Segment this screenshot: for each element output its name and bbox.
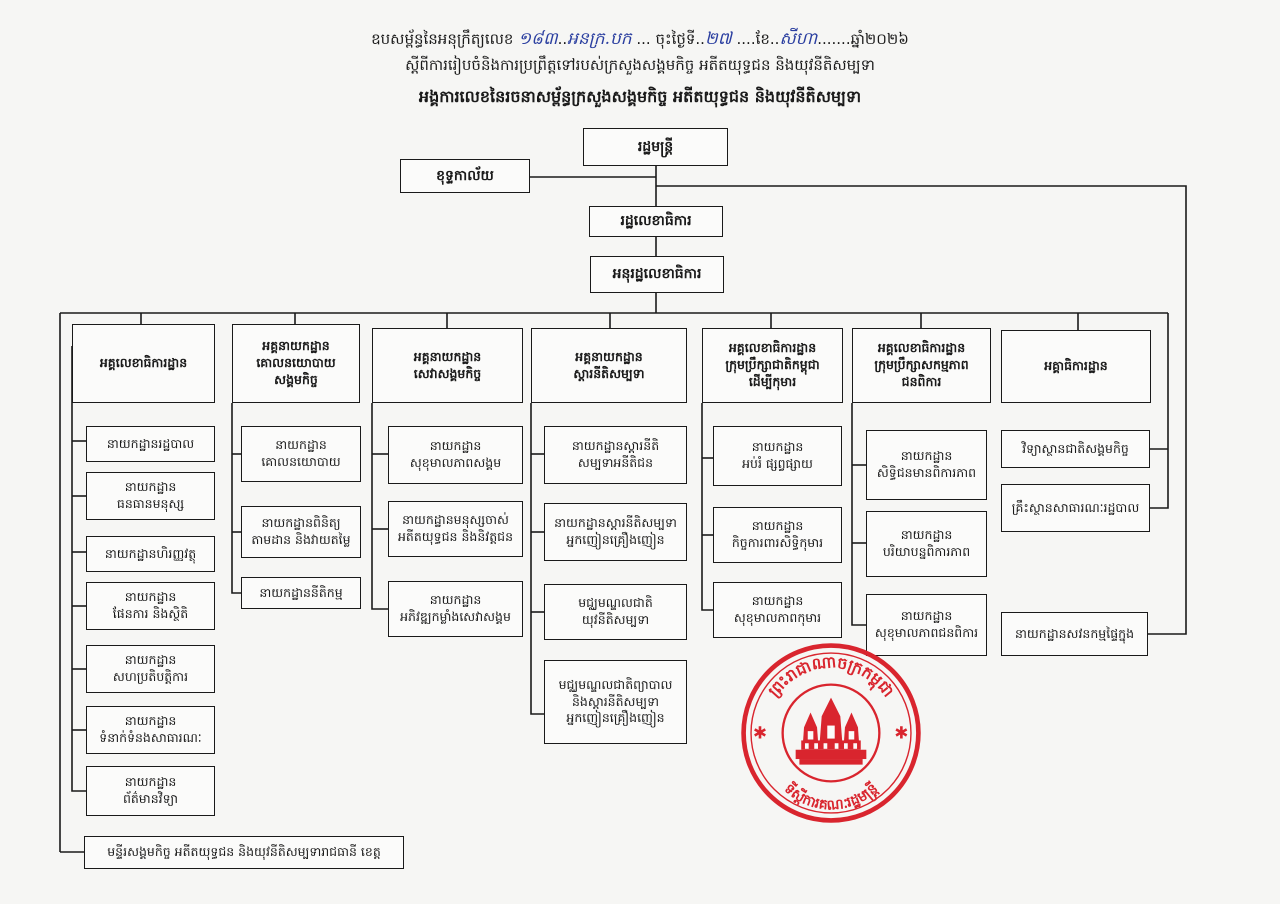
- unit-box: វិទ្យាស្ថានជាតិសង្គមកិច្ច: [1001, 430, 1150, 468]
- svg-text:✱: ✱: [894, 723, 908, 743]
- undersecretary-box: អនុរដ្ឋលេខាធិការ: [590, 256, 724, 293]
- unit-box: នាយកដ្ឋានស្ដារនីតិសម្បទា អ្នកញៀនគ្រឿងញៀន: [544, 503, 687, 561]
- unit-box: នាយកដ្ឋាន សុខុមាលភាពជនពិការ: [866, 594, 987, 656]
- unit-box: នាយកដ្ឋាន ធនធានមនុស្ស: [86, 472, 215, 520]
- unit-box: នាយកដ្ឋាននីតិកម្ម: [241, 577, 361, 609]
- unit-box: មជ្ឈមណ្ឌលជាតិ យុវនីតិសម្បទា: [544, 584, 687, 640]
- unit-box: នាយកដ្ឋាន ព័ត៌មានវិទ្យា: [86, 766, 215, 816]
- unit-box: នាយកដ្ឋាន អភិវឌ្ឍកម្លាំងសេវាសង្គម: [388, 581, 523, 637]
- unit-box: នាយកដ្ឋានមនុស្សចាស់ អតីតយុទ្ធជន និងនិវត្…: [388, 501, 523, 557]
- inspectorate-general-box: អគ្គាធិការដ្ឋាន: [1001, 330, 1151, 403]
- minister-box: រដ្ឋមន្ត្រី: [583, 128, 728, 166]
- decree-day: ២៧: [704, 29, 732, 49]
- unit-box: នាយកដ្ឋាន គោលនយោបាយ: [241, 426, 361, 482]
- unit-box: គ្រឹះស្ថានសាធារណៈរដ្ឋបាល: [1001, 484, 1150, 532]
- decree-number: ១៨៣: [518, 29, 558, 49]
- unit-box: នាយកដ្ឋាន ផែនការ និងស្ថិតិ: [86, 582, 215, 630]
- unit-box: នាយកដ្ឋាន អប់រំ ផ្សព្វផ្សាយ: [713, 426, 842, 486]
- cabinet-box: ខុទ្ទកាល័យ: [400, 159, 530, 193]
- svg-text:ទីស្ដីការគណៈរដ្ឋមន្ត្រី: ទីស្ដីការគណៈរដ្ឋមន្ត្រី: [781, 779, 883, 814]
- unit-box: នាយកដ្ឋានស្ដារនីតិ សម្បទាអនីតិជន: [544, 426, 687, 484]
- gd-social-services-box: អគ្គនាយកដ្ឋាន សេវាសង្គមកិច្ច: [372, 328, 523, 403]
- unit-box: នាយកដ្ឋានហិរញ្ញវត្ថុ: [86, 536, 215, 572]
- annex-reference-line: ឧបសម្ព័ន្ធនៃអនុក្រឹត្យលេខ ១៨៣..អនក្រ.បក …: [371, 29, 909, 49]
- unit-box: នាយកដ្ឋាន សហប្រតិបត្តិការ: [86, 645, 215, 693]
- chart-title: អង្គការលេខនៃរចនាសម្ព័ន្ធក្រសួងសង្គមកិច្ច…: [418, 87, 862, 106]
- decree-year: ឆ្នាំ២០២៦: [850, 30, 909, 48]
- gd-social-policy-box: អគ្គនាយកដ្ឋាន គោលនយោបាយ សង្គមកិច្ច: [232, 324, 360, 403]
- unit-box: នាយកដ្ឋាន សុខុមាលភាពសង្គម: [388, 426, 523, 484]
- unit-box: នាយកដ្ឋាន កិច្ចការពារសិទ្ធិកុមារ: [713, 507, 842, 563]
- internal-audit-box: នាយកដ្ឋានសវនកម្មផ្ទៃក្នុង: [1001, 612, 1148, 656]
- unit-box: នាយកដ្ឋាន ទំនាក់ទំនងសាធារណៈ: [86, 706, 215, 754]
- unit-box: នាយកដ្ឋានរដ្ឋបាល: [86, 426, 215, 462]
- children-council-secretariat-box: អគ្គលេខាធិការដ្ឋាន ក្រុមប្រឹក្សាជាតិកម្ព…: [702, 328, 843, 403]
- unit-box: នាយកដ្ឋាន សិទ្ធិជនមានពិការភាព: [866, 430, 987, 500]
- general-secretariat-box: អគ្គលេខាធិការដ្ឋាន: [72, 324, 215, 403]
- decree-code: អនក្រ.បក: [567, 29, 632, 49]
- official-seal-stamp: ព្រះរាជាណាចក្រកម្ពុជា ទីស្ដីការគណៈរដ្ឋមន…: [741, 643, 921, 823]
- unit-box: នាយកដ្ឋាន បរិយាបន្នពិការភាព: [866, 511, 987, 577]
- decree-month: សីហា: [779, 29, 818, 49]
- unit-box: នាយកដ្ឋាន សុខុមាលភាពកុមារ: [713, 582, 842, 638]
- svg-text:✱: ✱: [753, 723, 767, 743]
- provincial-departments-box: មន្ទីរសង្គមកិច្ច អតីតយុទ្ធជន និងយុវនីតិស…: [84, 836, 404, 869]
- gd-rehabilitation-box: អគ្គនាយកដ្ឋាន ស្ដារនីតិសម្បទា: [531, 328, 687, 403]
- secretary-of-state-box: រដ្ឋលេខាធិការ: [589, 206, 723, 237]
- unit-box: នាយកដ្ឋានពិនិត្យ តាមដាន និងវាយតម្លៃ: [241, 506, 361, 558]
- annex-subject-line: ស្ដីពីការរៀបចំនិងការប្រព្រឹត្តទៅរបស់ក្រស…: [405, 56, 875, 74]
- disability-council-secretariat-box: អគ្គលេខាធិការដ្ឋាន ក្រុមប្រឹក្សាសកម្មភាព…: [852, 328, 991, 403]
- unit-box: មជ្ឈមណ្ឌលជាតិព្យាបាល និងស្ដារនីតិសម្បទា …: [544, 660, 687, 744]
